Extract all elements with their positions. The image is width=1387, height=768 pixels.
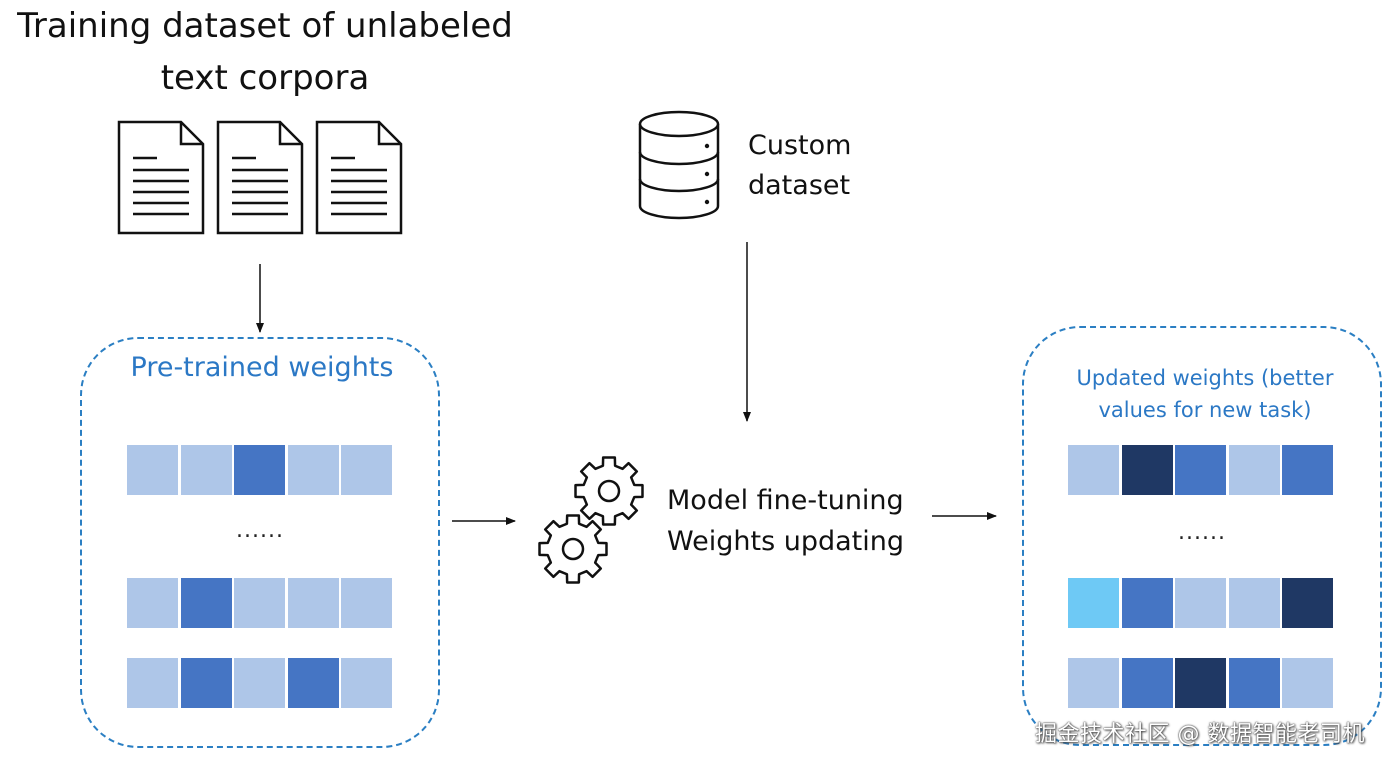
watermark: 掘金技术社区 @ 数据智能老司机 <box>1035 722 1365 747</box>
weight-cell <box>1068 658 1119 708</box>
weight-cell <box>1175 445 1226 495</box>
weight-cell <box>287 578 339 628</box>
corpora-title: Training dataset of unlabeled text corpo… <box>0 0 530 104</box>
weight-cell <box>127 578 178 628</box>
document-icon <box>117 120 205 235</box>
weight-cell <box>1121 658 1173 708</box>
weight-cell <box>1068 445 1119 495</box>
weight-cell <box>1175 578 1226 628</box>
document-icon <box>216 120 304 235</box>
weight-cell <box>180 578 232 628</box>
weight-cell <box>1121 578 1173 628</box>
weight-cell <box>1282 578 1333 628</box>
corpora-title-line1: Training dataset of unlabeled <box>17 6 513 46</box>
database-icon <box>638 110 720 220</box>
weight-cell <box>1228 578 1280 628</box>
weight-cell <box>1228 445 1280 495</box>
weight-cell <box>127 658 178 708</box>
weight-cell <box>1228 658 1280 708</box>
weight-cell <box>1282 445 1333 495</box>
finetune-line2: Weights updating <box>667 526 904 557</box>
weight-cell <box>1068 578 1119 628</box>
updated-ellipsis: ...... <box>1178 520 1226 545</box>
weight-cell <box>1175 658 1226 708</box>
finetune-label: Model fine-tuning Weights updating <box>667 480 904 562</box>
updated-weights-box <box>1022 326 1382 746</box>
gear-icon <box>574 456 644 526</box>
weight-cell <box>341 578 392 628</box>
weight-cell <box>287 445 339 495</box>
weight-cell <box>1121 445 1173 495</box>
weight-cell <box>1282 658 1333 708</box>
weight-cell <box>234 578 285 628</box>
pretrained-weights-box <box>80 337 440 748</box>
pretrained-weights-title: Pre-trained weights <box>130 352 394 383</box>
custom-dataset-label: Custom dataset <box>748 126 851 206</box>
weight-cell <box>287 658 339 708</box>
gear-icon <box>538 514 608 584</box>
pretrained-ellipsis: ...... <box>236 518 284 543</box>
updated-weights-line2: values for new task) <box>1098 398 1312 422</box>
updated-weights-line1: Updated weights (better <box>1076 366 1334 390</box>
custom-dataset-line2: dataset <box>748 170 851 201</box>
weight-cell <box>341 658 392 708</box>
weight-cell <box>341 445 392 495</box>
custom-dataset-line1: Custom <box>748 130 852 161</box>
updated-weights-title: Updated weights (better values for new t… <box>1022 362 1387 426</box>
weight-cell <box>180 445 232 495</box>
document-icon <box>315 120 403 235</box>
weight-cell <box>180 658 232 708</box>
weight-cell <box>234 658 285 708</box>
corpora-title-line2: text corpora <box>160 58 370 98</box>
finetune-line1: Model fine-tuning <box>667 485 904 516</box>
weight-cell <box>127 445 178 495</box>
gears-icon <box>538 456 644 584</box>
weight-cell <box>234 445 285 495</box>
